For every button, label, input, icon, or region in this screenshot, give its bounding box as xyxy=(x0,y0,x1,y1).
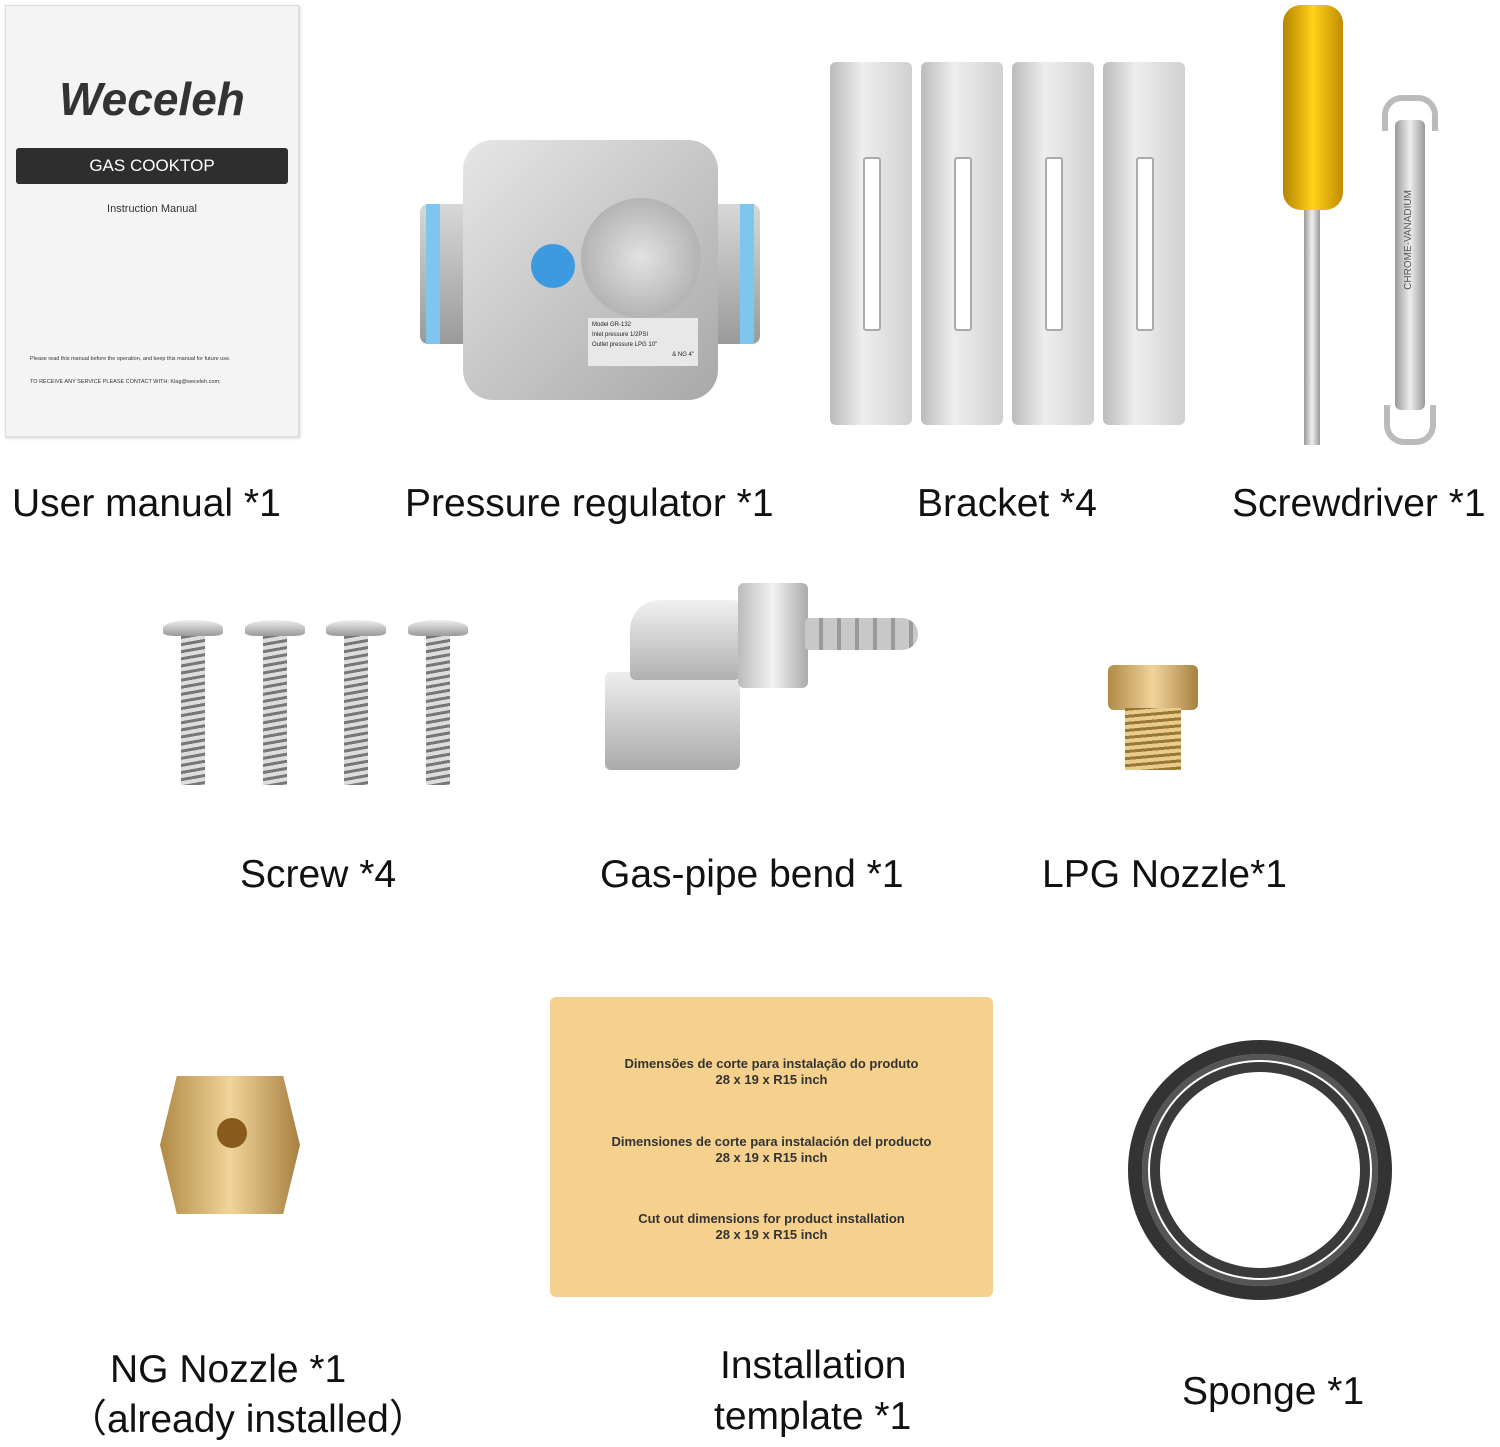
manual-title: GAS COOKTOP xyxy=(16,148,288,184)
sponge-tape-inner xyxy=(1150,1062,1370,1278)
lpg-nozzle-image xyxy=(1108,665,1198,710)
screwdriver-handle xyxy=(1283,5,1343,210)
screw-image xyxy=(163,620,223,785)
manual-subtitle: Instruction Manual xyxy=(107,203,197,215)
gas-pipe-bend-nut xyxy=(738,583,808,688)
ng-nozzle-hole xyxy=(217,1118,247,1148)
template-text-pt: Dimensões de corte para instalação do pr… xyxy=(624,1056,919,1071)
manual-note: Please read this manual before the opera… xyxy=(30,356,231,362)
screwdriver-shaft xyxy=(1304,210,1320,445)
lpg-nozzle-thread xyxy=(1125,708,1181,770)
bracket-image xyxy=(1103,62,1185,425)
bracket-image xyxy=(830,62,912,425)
template-dims-en: 28 x 19 x R15 inch xyxy=(715,1227,828,1242)
label-ng-nozzle: NG Nozzle *1 xyxy=(110,1348,347,1391)
label-pressure-regulator: Pressure regulator *1 xyxy=(405,482,774,525)
manual-contact: TO RECEIVE ANY SERVICE PLEASE CONTACT WI… xyxy=(30,379,221,385)
label-sponge: Sponge *1 xyxy=(1182,1370,1365,1413)
regulator-ng: & NG 4" xyxy=(672,352,694,358)
manual-brand: Weceleh xyxy=(59,73,245,125)
gas-pipe-bend-image xyxy=(605,672,740,770)
label-template: template *1 xyxy=(714,1395,912,1438)
template-dims-pt: 28 x 19 x R15 inch xyxy=(715,1072,828,1087)
installation-template-image: Dimensões de corte para instalação do pr… xyxy=(550,997,993,1297)
template-dims-es: 28 x 19 x R15 inch xyxy=(715,1150,828,1165)
bracket-image xyxy=(921,62,1003,425)
bracket-image xyxy=(1012,62,1094,425)
regulator-model: Model GR-132 xyxy=(592,322,632,328)
user-manual-image: Weceleh GAS COOKTOP Instruction Manual P… xyxy=(5,5,299,437)
label-user-manual: User manual *1 xyxy=(12,482,281,525)
screw-image xyxy=(408,620,468,785)
wrench-image: CHROME-VANADIUM xyxy=(1395,120,1425,410)
gas-pipe-bend-elbow xyxy=(630,600,740,680)
pressure-regulator-image: Model GR-132 Inlet pressure 1/2PSI Outle… xyxy=(415,140,760,400)
wrench-bottom-jaw xyxy=(1384,405,1436,445)
label-screwdriver: Screwdriver *1 xyxy=(1232,482,1486,525)
wrench-text: CHROME-VANADIUM xyxy=(1403,190,1414,290)
label-ng-nozzle-note: （already installed） xyxy=(68,1398,428,1441)
regulator-outlet: Outlet pressure LPG 10" xyxy=(592,342,658,348)
wrench-top-jaw xyxy=(1382,95,1438,131)
screw-image xyxy=(245,620,305,785)
label-installation: Installation xyxy=(720,1344,907,1387)
gas-pipe-bend-barb xyxy=(805,618,918,650)
label-lpg-nozzle: LPG Nozzle*1 xyxy=(1042,853,1287,896)
regulator-inlet: Inlet pressure 1/2PSI xyxy=(592,332,649,338)
screw-image xyxy=(326,620,386,785)
label-gas-pipe-bend: Gas-pipe bend *1 xyxy=(600,853,904,896)
label-screw: Screw *4 xyxy=(240,853,397,896)
label-bracket: Bracket *4 xyxy=(917,482,1097,525)
template-text-es: Dimensiones de corte para instalación de… xyxy=(611,1134,932,1149)
template-text-en: Cut out dimensions for product installat… xyxy=(638,1211,905,1226)
